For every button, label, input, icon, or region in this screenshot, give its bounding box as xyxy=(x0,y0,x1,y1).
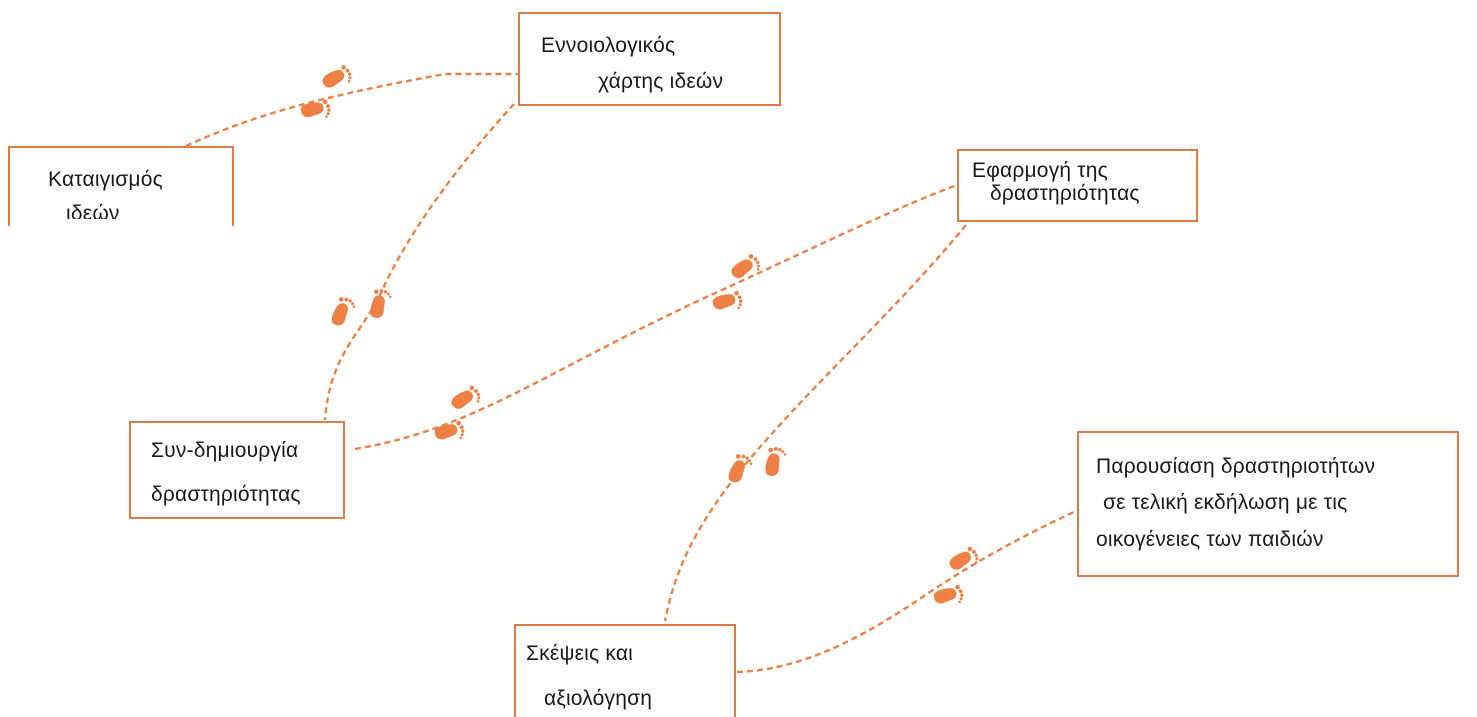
footprints-icon xyxy=(433,383,483,443)
node-presentation-line3: οικογένειες των παιδιών xyxy=(1096,528,1324,551)
node-concept-map xyxy=(518,12,781,106)
node-application xyxy=(957,149,1198,222)
footprints-icon xyxy=(326,286,394,330)
path-conceptmap-to-cocreation xyxy=(323,103,515,421)
node-presentation-line1: Παρουσίαση δραστηριοτήτων xyxy=(1096,455,1376,478)
node-application-line1: Εφαρμογή της xyxy=(972,159,1108,182)
footprints-icon xyxy=(300,63,354,121)
footprints-icon xyxy=(723,444,788,487)
node-co-creation-line2: δραστηριότητας xyxy=(151,483,301,506)
node-reflection-line1: Σκέψεις και xyxy=(526,642,634,665)
footprints-icon xyxy=(711,252,763,313)
node-presentation-line2: σε τελική εκδήλωση με τις xyxy=(1103,491,1348,514)
node-co-creation-line1: Συν-δημιουργία xyxy=(151,439,299,462)
node-reflection xyxy=(514,624,736,717)
node-reflection-line2: αξιολόγηση xyxy=(544,687,653,710)
node-co-creation xyxy=(129,421,345,519)
node-brainstorming-line2: ιδεών xyxy=(66,202,120,219)
node-brainstorming-line1: Καταιγισμός xyxy=(48,168,163,191)
path-brainstorm-to-conceptmap xyxy=(185,72,518,148)
path-reflection-to-presentation xyxy=(736,508,1079,674)
path-application-to-reflection xyxy=(663,224,967,622)
node-application-line2: δραστηριότητας xyxy=(990,182,1140,205)
path-cocreation-to-application xyxy=(354,183,958,451)
node-brainstorming-text-area: Καταιγισμός ιδεών xyxy=(10,148,232,219)
node-concept-map-line1: Εννοιολογικός xyxy=(541,34,676,57)
node-concept-map-line2: χάρτης ιδεών xyxy=(598,70,724,93)
node-brainstorming xyxy=(8,146,234,226)
node-presentation xyxy=(1077,431,1459,577)
